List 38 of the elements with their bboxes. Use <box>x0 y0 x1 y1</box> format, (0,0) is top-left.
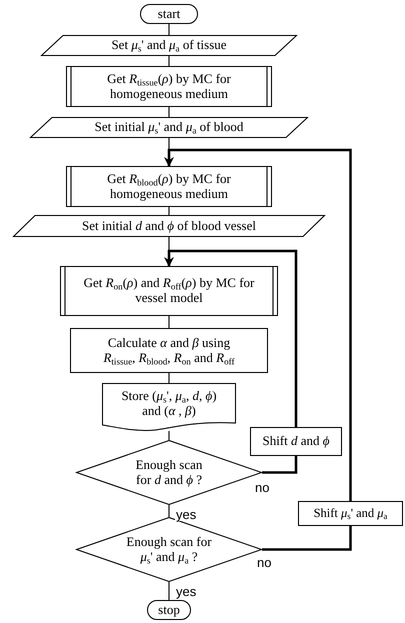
connector-line <box>168 430 170 440</box>
connector-line <box>168 504 170 518</box>
node-text: Get R$_{on}$(ρ) and R$_{off}$(ρ) by MC for vessel model <box>82 276 256 306</box>
io-parallelogram <box>13 215 325 237</box>
node-text: Calculate α and β using R$_{tissue}$, R$_{blood}$, R$_{on}$ and R$_{off}$ <box>102 336 236 366</box>
node-text: Shift d and ϕ <box>262 434 330 449</box>
terminal-pill <box>147 600 191 620</box>
node-text: start <box>158 6 180 22</box>
arrow <box>164 250 298 427</box>
subroutine-box <box>66 166 272 207</box>
node-text: Get R$_{blood}$(ρ) by MC for homogeneous medium <box>106 172 232 202</box>
connector-line <box>168 24 170 36</box>
node-text: Get R$_{tissue}$(ρ) by MC for homogeneous medium <box>106 72 232 102</box>
node-text: Store (μ$_{s}$', μ$_{a}$, d, ϕ) and (α , β) <box>120 389 218 419</box>
process-box <box>250 427 342 456</box>
node-text: Set initial d and ϕ of blood vessel <box>82 218 256 234</box>
node-text: Enough scan for μ$_{s}$' and μ$_{a}$ ? <box>125 534 213 564</box>
process-box <box>298 501 403 526</box>
connector-line <box>168 56 170 66</box>
terminal-pill <box>140 4 198 24</box>
connector-line <box>168 582 170 600</box>
document-shape <box>102 383 236 431</box>
connector-line <box>262 456 298 474</box>
subroutine-box <box>60 266 278 316</box>
node-text: Set initial μ$_{s}$' and μ$_{a}$ of blood <box>94 120 244 135</box>
connector-line <box>168 372 170 384</box>
node-text: Enough scan for d and ϕ ? <box>134 458 204 488</box>
connector-line <box>262 526 352 551</box>
connector-line <box>168 106 170 118</box>
io-parallelogram <box>41 35 297 56</box>
subroutine-box <box>66 66 272 107</box>
node-text: Shift μ$_{s}$' and μ$_{a}$ <box>314 506 388 521</box>
connector-line <box>168 206 170 216</box>
node-text: stop <box>158 602 180 618</box>
node-text: Set μ$_{s}$' and μ$_{a}$ of tissue <box>111 38 227 53</box>
connector-line <box>168 316 170 328</box>
process-box <box>70 328 268 373</box>
io-parallelogram <box>30 117 308 138</box>
